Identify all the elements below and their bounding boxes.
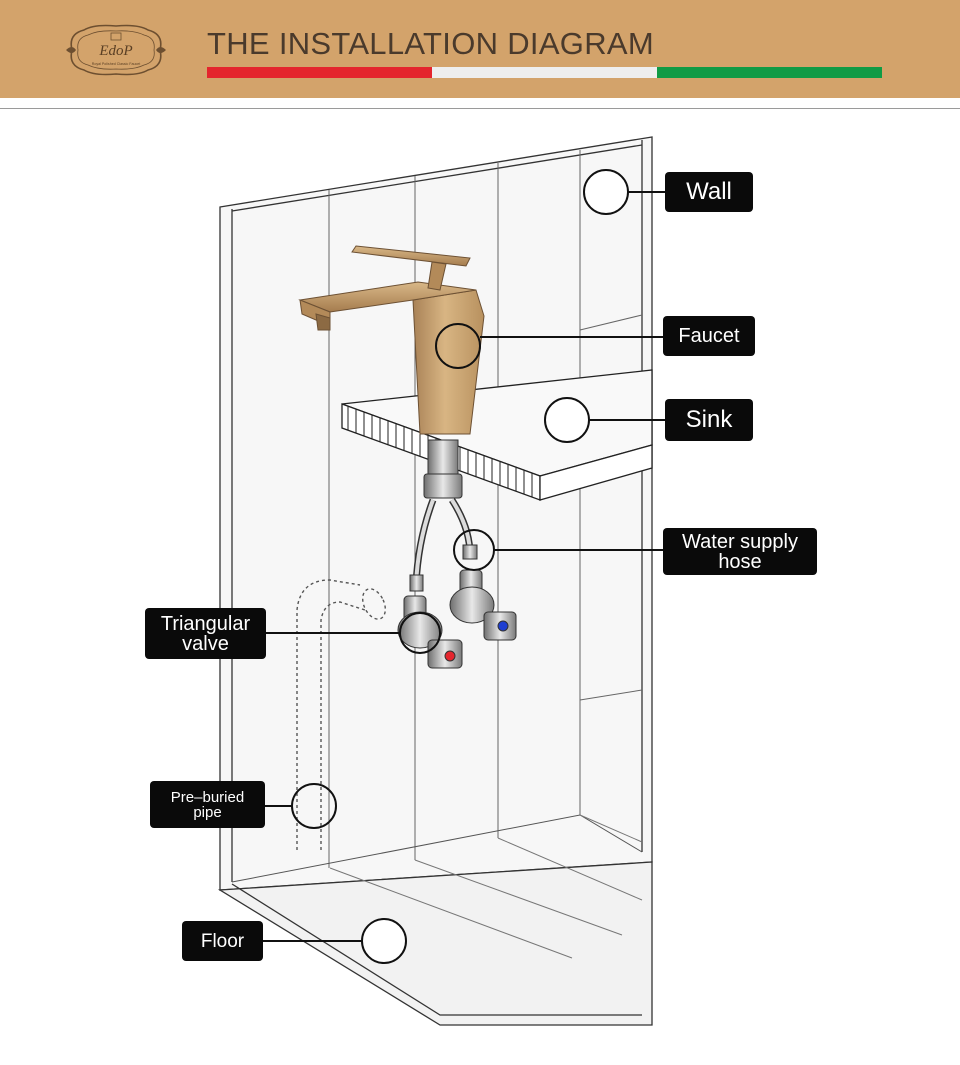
label-sink: Sink bbox=[665, 399, 753, 441]
svg-text:Royal Polished Classic Faucet: Royal Polished Classic Faucet bbox=[92, 62, 141, 66]
label-floor: Floor bbox=[182, 921, 263, 961]
brand-logo: EdoP Royal Polished Classic Faucet bbox=[64, 20, 168, 80]
pre-buried-pipe-drawing bbox=[296, 579, 387, 850]
flag-stripe-red bbox=[207, 67, 432, 78]
sink-marker bbox=[544, 397, 590, 443]
callouts bbox=[262, 169, 665, 964]
wall-structure bbox=[219, 136, 653, 891]
flag-stripe-white bbox=[432, 67, 657, 78]
floor-marker bbox=[361, 918, 407, 964]
faucet-marker bbox=[435, 323, 481, 369]
floor-structure bbox=[217, 814, 653, 1026]
label-triangular-valve: Triangular valve bbox=[145, 608, 266, 659]
ornamental-logo-icon: EdoP Royal Polished Classic Faucet bbox=[66, 24, 166, 76]
triangular-valves-drawing bbox=[397, 569, 517, 669]
label-pre-buried-pipe: Pre–buried pipe bbox=[150, 781, 265, 828]
label-wall: Wall bbox=[665, 172, 753, 212]
svg-text:EdoP: EdoP bbox=[98, 43, 132, 59]
supply-hoses bbox=[409, 498, 478, 592]
hot-handle-icon bbox=[444, 650, 456, 662]
header-divider bbox=[0, 108, 960, 109]
flag-stripe-green bbox=[657, 67, 882, 78]
wall-marker bbox=[583, 169, 629, 215]
label-water-supply-hose: Water supply hose bbox=[663, 528, 817, 575]
cold-handle-icon bbox=[497, 620, 509, 632]
label-faucet: Faucet bbox=[663, 316, 755, 356]
page-title: THE INSTALLATION DIAGRAM bbox=[207, 26, 654, 61]
